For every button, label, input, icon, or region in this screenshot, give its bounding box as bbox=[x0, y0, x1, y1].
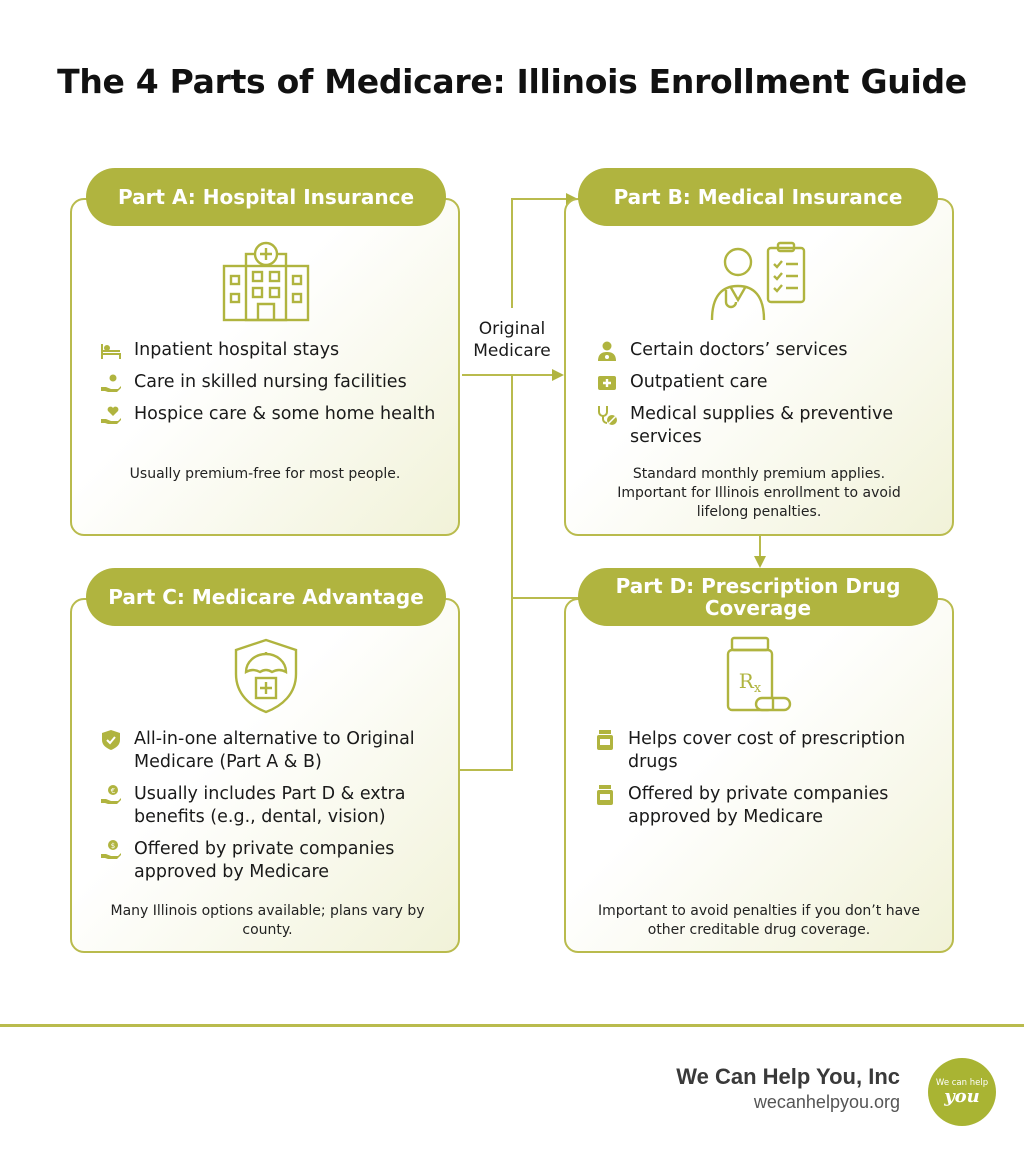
logo-text-top: We can help bbox=[935, 1078, 989, 1088]
original-medicare-label: Original Medicare bbox=[462, 318, 562, 362]
part-c-item: All-in-one alternative to Original Medic… bbox=[100, 728, 445, 774]
part-a-item: Hospice care & some home health bbox=[100, 403, 450, 426]
pill-bottle-icon bbox=[597, 785, 613, 805]
part-a-item: Care in skilled nursing facilities bbox=[100, 371, 450, 394]
part-a-note: Usually premium-free for most people. bbox=[129, 466, 401, 482]
hospital-building-icon bbox=[222, 241, 310, 322]
logo-text-bottom: you bbox=[944, 1086, 980, 1107]
rx-bottle-icon: Rx bbox=[726, 636, 792, 712]
part-d-item: Helps cover cost of prescription drugs bbox=[594, 728, 934, 774]
dollar-hand-icon: $ bbox=[101, 840, 121, 859]
part-b-item: Outpatient care bbox=[596, 371, 936, 394]
bed-icon bbox=[101, 344, 121, 359]
brand-logo: We can help you bbox=[928, 1058, 996, 1126]
svg-text:€: € bbox=[111, 787, 115, 795]
caring-hand-icon bbox=[101, 374, 121, 392]
pill-bottle-icon bbox=[597, 730, 613, 750]
original-medicare-text: Original Medicare bbox=[473, 319, 551, 361]
part-b-note: Standard monthly premium applies. Import… bbox=[617, 466, 901, 520]
part-b-card bbox=[564, 198, 954, 536]
part-b-item: Medical supplies & preventive services bbox=[596, 403, 936, 449]
part-d-item: Offered by private companies approved by… bbox=[594, 783, 934, 829]
part-a-heading: Part A: Hospital Insurance bbox=[86, 168, 446, 226]
brand-name: We Can Help You, Inc bbox=[676, 1064, 900, 1089]
brand-url[interactable]: wecanhelpyou.org bbox=[753, 1092, 900, 1112]
stethoscope-pill-icon bbox=[598, 406, 617, 425]
medical-kit-icon bbox=[598, 376, 616, 390]
part-d-card bbox=[564, 598, 954, 953]
doctor-icon bbox=[598, 341, 616, 361]
arrow-head-part-b bbox=[552, 369, 564, 381]
connector-to-part-b-top bbox=[511, 198, 566, 308]
brand-block: We Can Help You, Inc wecanhelpyou.org bbox=[676, 1064, 900, 1113]
part-c-heading: Part C: Medicare Advantage bbox=[86, 568, 446, 626]
part-d-heading: Part D: Prescription Drug Coverage bbox=[578, 568, 938, 626]
doctor-clipboard-icon bbox=[710, 241, 806, 321]
arrow-head-part-d bbox=[754, 556, 766, 568]
part-c-note: Many Illinois options available; plans v… bbox=[110, 903, 425, 938]
coin-hand-icon: € bbox=[101, 785, 121, 804]
part-c-item: $ Offered by private companies approved … bbox=[100, 838, 445, 884]
part-c-card bbox=[70, 598, 460, 953]
shield-umbrella-icon bbox=[234, 638, 298, 714]
page-title: The 4 Parts of Medicare: Illinois Enroll… bbox=[57, 62, 967, 101]
svg-text:$: $ bbox=[111, 842, 115, 850]
part-c-item: € Usually includes Part D & extra benefi… bbox=[100, 783, 445, 829]
connector-to-part-c bbox=[446, 598, 513, 771]
part-b-heading: Part B: Medical Insurance bbox=[578, 168, 938, 226]
shield-check-icon bbox=[102, 730, 120, 750]
part-b-item: Certain doctors’ services bbox=[596, 339, 936, 362]
heart-hand-icon bbox=[101, 406, 121, 424]
part-a-item: Inpatient hospital stays bbox=[100, 339, 450, 362]
part-d-note: Important to avoid penalties if you don’… bbox=[597, 903, 921, 938]
svg-text:Rx: Rx bbox=[739, 669, 762, 696]
footer-divider bbox=[0, 1024, 1024, 1027]
